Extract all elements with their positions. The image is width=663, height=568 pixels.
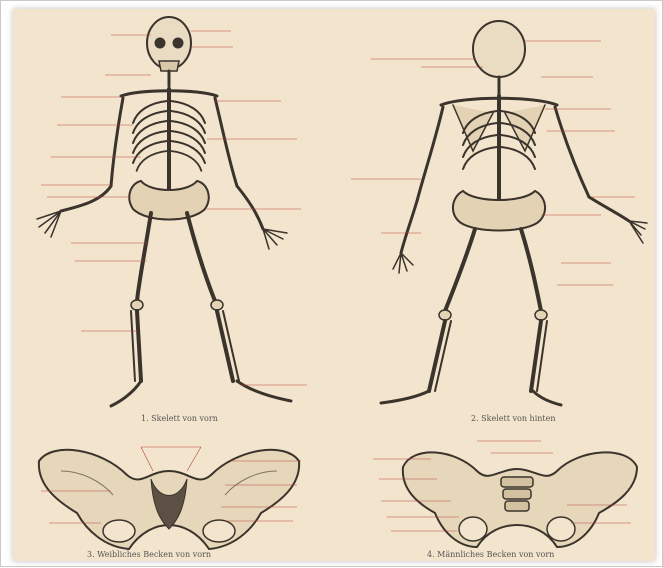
pelvis-male-figure xyxy=(403,452,637,547)
pelvis-female-figure xyxy=(39,450,299,549)
caption-skeleton-front: 1. Skelett von vorn xyxy=(141,414,218,423)
skull-back xyxy=(473,21,525,77)
skeleton-back-figure xyxy=(381,21,647,405)
skeleton-back-labels xyxy=(351,41,635,285)
caption-skeleton-back: 2. Skelett von hinten xyxy=(471,414,556,423)
skeleton-front-figure xyxy=(37,17,291,406)
caption-pelvis-female: 3. Weibliches Becken von vorn xyxy=(87,550,211,559)
caption-pelvis-male: 4. Männliches Becken von vorn xyxy=(427,550,554,559)
